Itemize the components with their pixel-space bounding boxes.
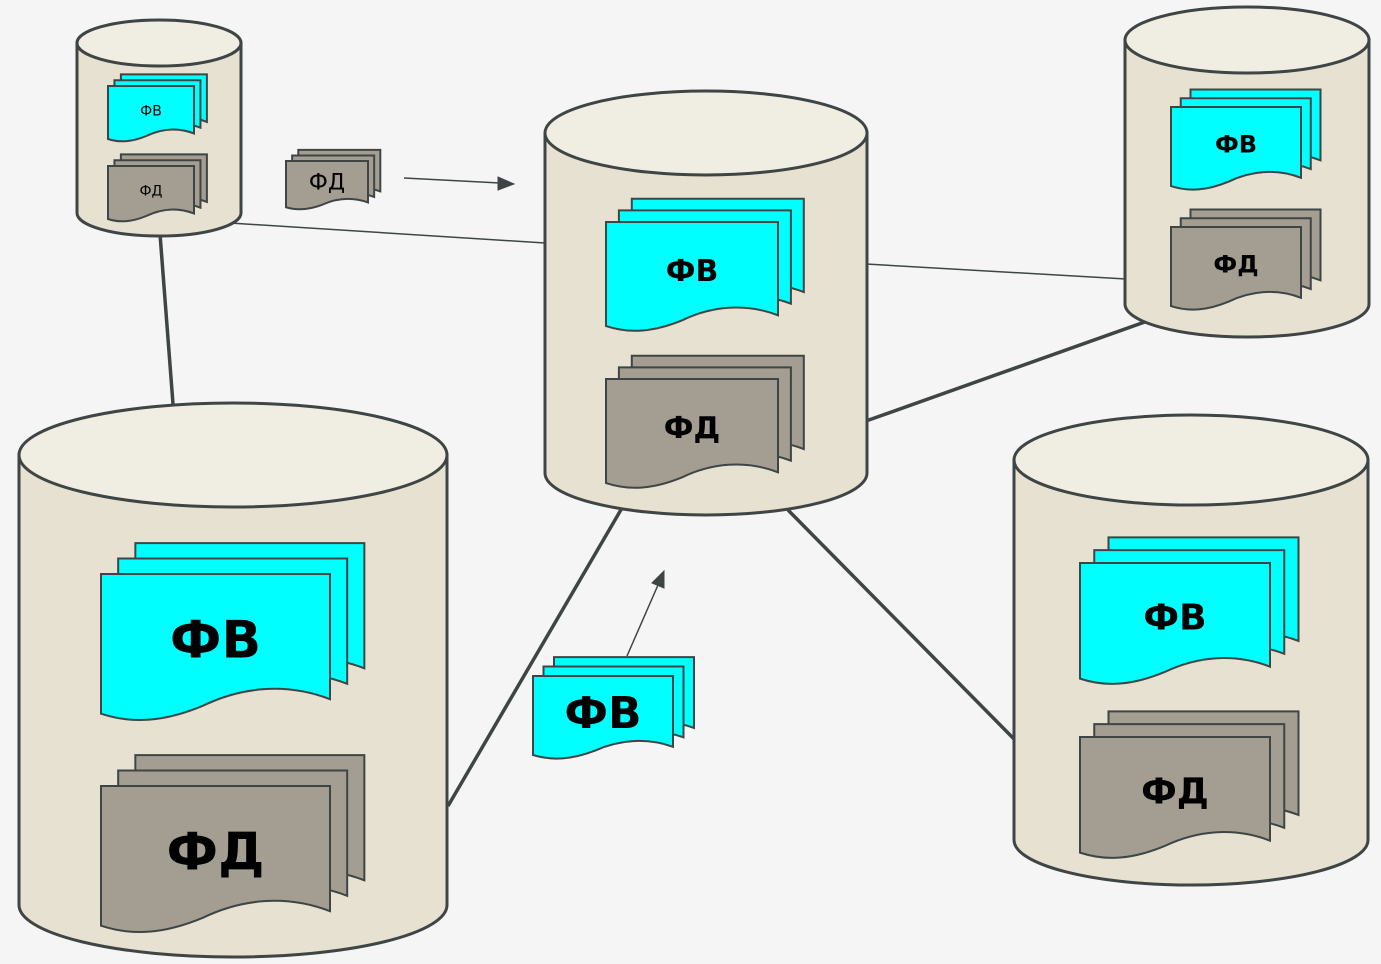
node-top-left-fd-doc-stack: ФД (107, 153, 208, 223)
fv-label: ФВ (1215, 131, 1257, 159)
node-top-right-fd-doc-stack: ФД (1170, 208, 1322, 311)
doc-front-sheet (532, 675, 674, 760)
doc-front-sheet (100, 785, 331, 934)
fv-label: ФВ (170, 611, 261, 671)
arrows (403, 176, 665, 657)
doc-front-sheet (605, 378, 779, 489)
cylinder-top (17, 401, 449, 509)
node-bottom-right-fv-doc-stack: ФВ (1079, 536, 1300, 685)
doc-front-sheet (285, 160, 369, 211)
arrow-fd-head (497, 176, 516, 191)
arrow-fv-head (651, 569, 665, 589)
cylinder-top (1012, 413, 1370, 507)
node-bottom-right-fd-doc-stack: ФД (1079, 710, 1300, 859)
node-bottom-left: ФВ ФД (17, 401, 449, 959)
doc-front-sheet (100, 573, 331, 722)
doc-front-sheet (107, 85, 195, 143)
doc-front-sheet (1170, 226, 1302, 311)
fd-label: ФД (167, 823, 265, 883)
link-center-bottomright (786, 508, 1017, 742)
doc-front-sheet (1079, 736, 1271, 859)
cylinder-top (543, 89, 869, 177)
doc-front-sheet (1079, 562, 1271, 685)
connectors (158, 222, 1157, 807)
link-center-topright-thick (865, 316, 1157, 423)
transfer-fd-doc-stack: ФД (285, 148, 382, 211)
doc-front-sheet (605, 221, 779, 332)
doc-front-sheet (1170, 106, 1302, 191)
cylinder-top (75, 18, 243, 68)
node-bottom-right: ФВ ФД (1012, 413, 1370, 887)
transfer-fv-doc-stack: ФВ (532, 656, 695, 760)
transfer-documents: ФД ФВ (285, 148, 695, 760)
node-center: ФВ ФД (543, 89, 869, 517)
fv-label: ФВ (564, 688, 641, 739)
fv-label: ФВ (666, 254, 719, 289)
link-center-bottomleft (446, 507, 624, 807)
node-center-fd-doc-stack: ФД (605, 354, 805, 489)
cylinder-top (1123, 5, 1371, 75)
arrow-fv-line (626, 584, 659, 657)
link-center-topright (865, 263, 1127, 280)
node-bottom-left-fv-doc-stack: ФВ (100, 542, 366, 722)
doc-front-sheet (107, 165, 195, 223)
link-topleft-center (229, 222, 546, 244)
fv-label: ФВ (1143, 598, 1206, 639)
node-bottom-left-fd-doc-stack: ФД (100, 754, 366, 934)
fd-label: ФД (140, 183, 163, 199)
node-top-left: ФВ ФД (75, 18, 243, 238)
fd-label: ФД (1213, 251, 1258, 279)
node-top-right: ФВ ФД (1123, 5, 1371, 339)
fd-label: ФД (309, 171, 345, 196)
fd-label: ФД (1141, 772, 1209, 813)
node-top-left-fv-doc-stack: ФВ (107, 73, 208, 143)
node-top-right-fv-doc-stack: ФВ (1170, 88, 1322, 191)
arrow-fd-line (403, 177, 501, 184)
node-center-fv-doc-stack: ФВ (605, 197, 805, 332)
fd-label: ФД (664, 411, 720, 446)
fv-label: ФВ (140, 103, 162, 119)
storage-nodes: ФВ ФД ФВ ФД ФВ ФД ФВ ФД ФВ ФД (17, 5, 1371, 959)
link-topleft-bottomleft (158, 233, 175, 405)
